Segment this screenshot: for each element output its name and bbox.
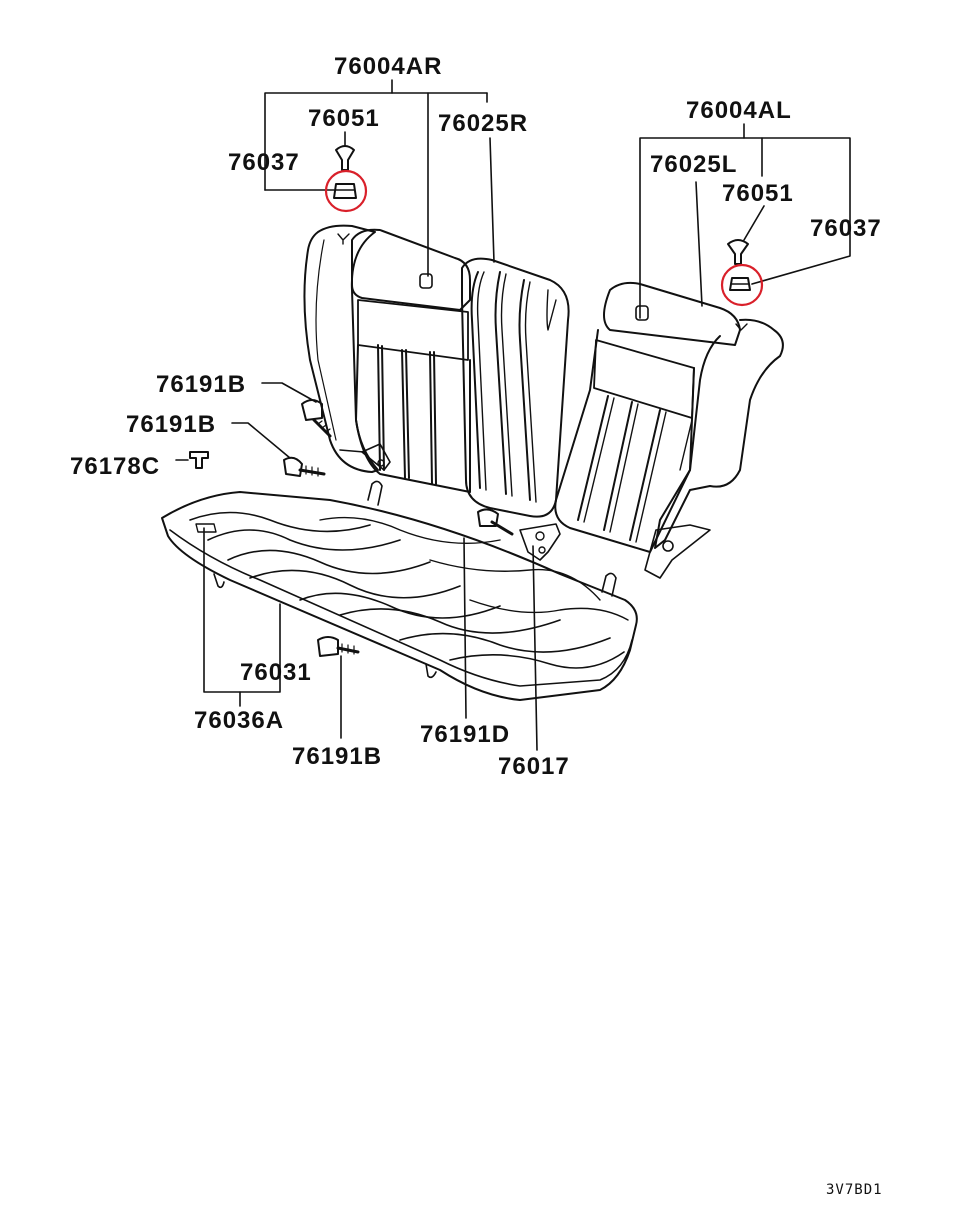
callout-76191B-1: 76191B [156,371,247,398]
highlight-circles [326,171,762,305]
bracket-76017 [520,524,560,560]
seat-cushion [162,481,637,700]
callout-76191B-3: 76191B [292,743,383,770]
fasteners [190,146,750,656]
callout-76037-left: 76037 [810,215,882,242]
diagram-code: 3V7BD1 [826,1182,883,1198]
bolt-76191B-3 [318,637,358,656]
clip-76178C [190,452,208,468]
callout-76031: 76031 [240,659,312,686]
callout-76178C: 76178C [70,453,161,480]
callout-76037-right: 76037 [228,149,300,176]
seatback-right [304,226,568,517]
grommet-76037-right [334,184,356,198]
callout-76051-right: 76051 [308,105,380,132]
highlight-76037-right [326,171,366,211]
callout-76025L: 76025L [650,151,738,178]
bolt-76191B-2 [284,458,324,476]
leader-lines [176,80,850,750]
callout-76004AR: 76004AR [334,53,443,80]
highlight-76037-left [722,265,762,305]
grommet-76037-left [730,278,750,290]
knob-76051-right [336,146,354,170]
knob-76051-left [728,240,748,264]
seatback-left [555,283,783,578]
bolt-76191B-1 [302,400,330,436]
callout-76191D: 76191D [420,721,511,748]
bolt-76191D [478,509,512,534]
callout-76191B-2: 76191B [126,411,217,438]
callout-76051-left: 76051 [722,180,794,207]
callout-76025R: 76025R [438,110,529,137]
callout-76017: 76017 [498,753,570,780]
callout-76036A: 76036A [194,707,285,734]
callout-76004AL: 76004AL [686,97,792,124]
